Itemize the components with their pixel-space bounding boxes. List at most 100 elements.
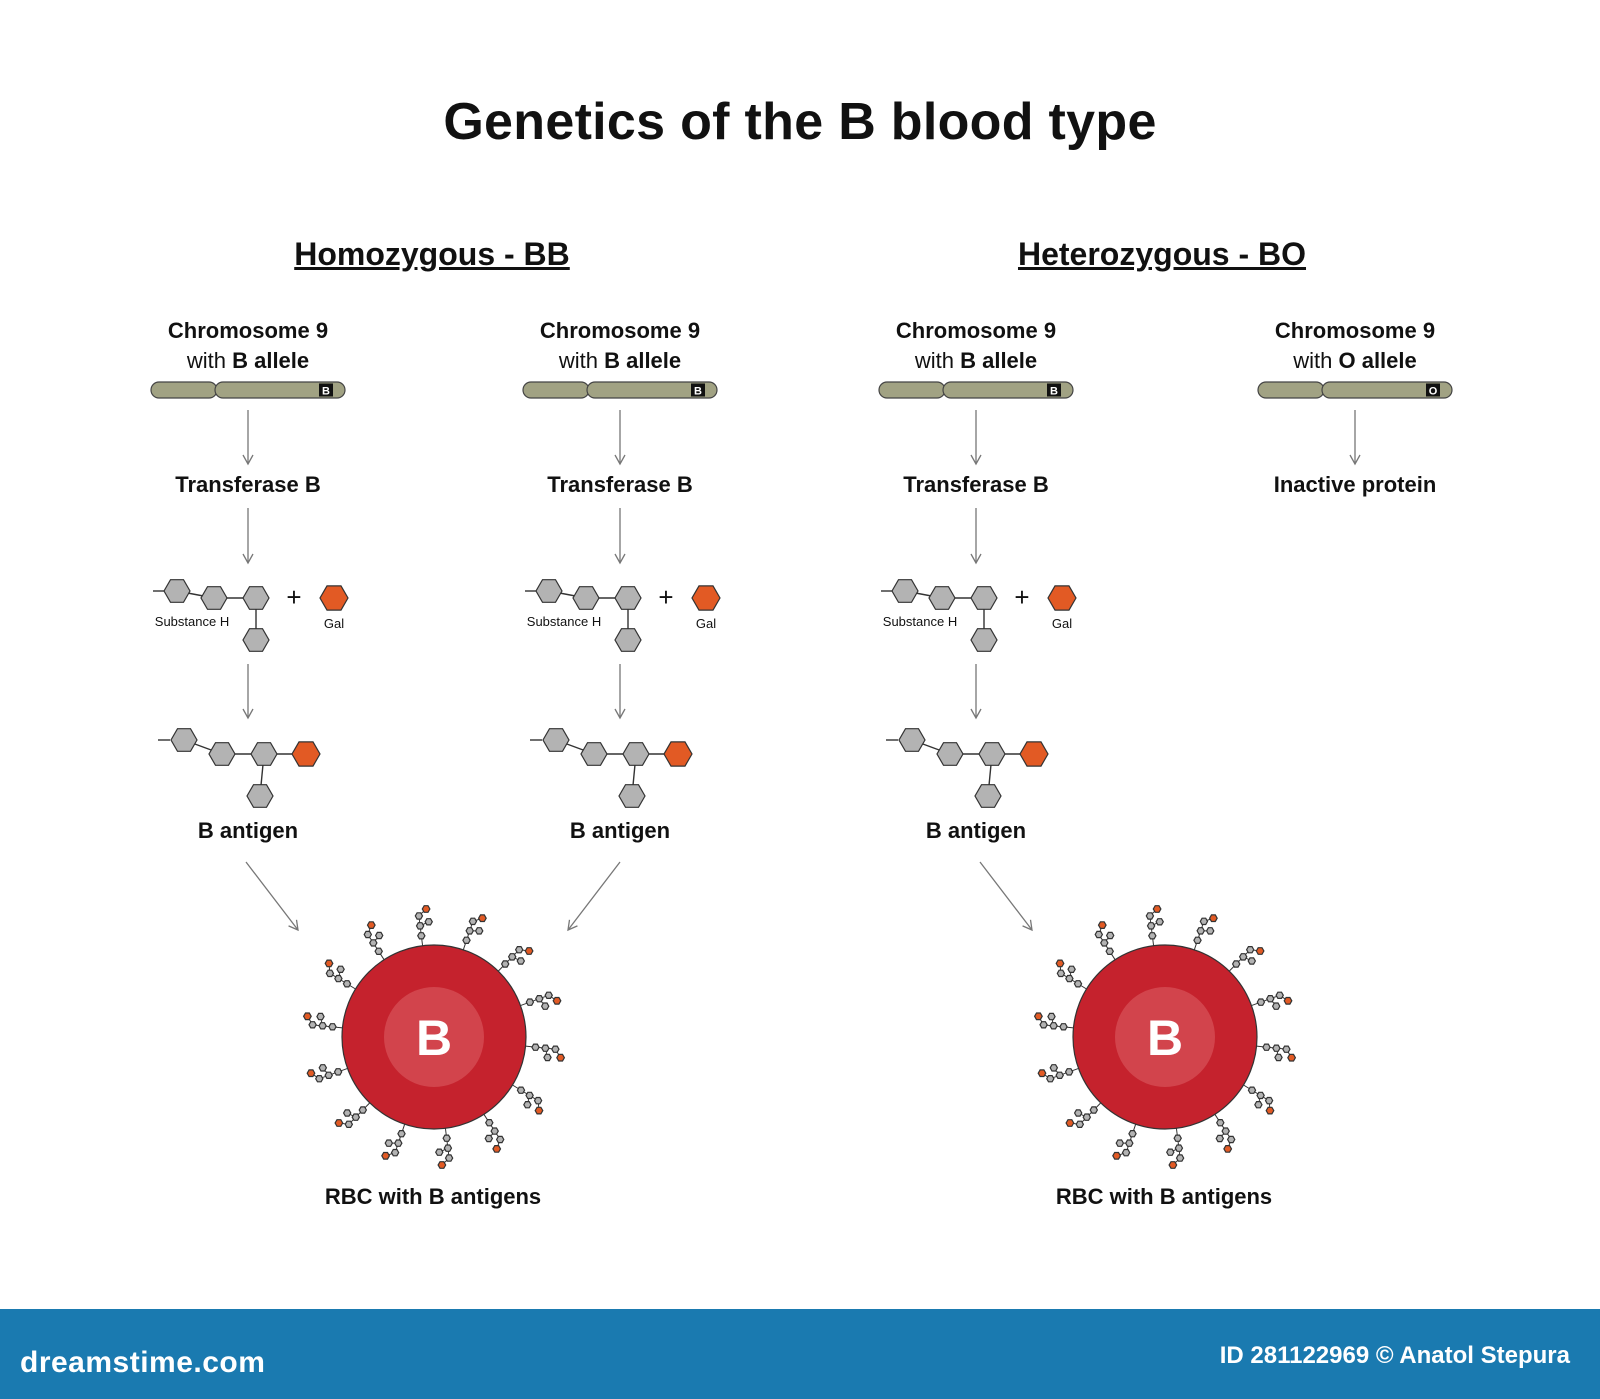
antigen-sugar <box>435 1148 444 1156</box>
antigen-sugar <box>363 930 373 939</box>
substance-h-label: Substance H <box>883 614 957 629</box>
sugar-hexagon <box>891 579 919 603</box>
antigen-galactose <box>421 905 431 913</box>
antigen-stalk <box>1050 1067 1079 1080</box>
antigen-stalk <box>1079 1102 1102 1125</box>
chromosome-label-1-line1: Chromosome 9 <box>167 318 329 343</box>
antigen-galactose <box>477 914 487 923</box>
antigen-sugar <box>1100 939 1109 947</box>
antigen-sugar <box>465 927 474 935</box>
antigen-stalk <box>1228 949 1251 972</box>
plus-sign: + <box>286 582 301 612</box>
antigen-sugar <box>1148 932 1157 940</box>
antigen-sugar <box>328 1023 337 1031</box>
antigen-sugar <box>1238 953 1248 961</box>
product-label-3: Transferase B <box>903 472 1049 497</box>
antigen-stalk <box>319 1067 348 1080</box>
antigen-sugar <box>316 1012 325 1021</box>
antigen-stalk <box>1125 1124 1137 1153</box>
sugar-hexagon <box>970 628 998 652</box>
chromosome-arm-long <box>586 381 718 399</box>
membrane-antigen <box>334 1102 371 1129</box>
antigen-galactose <box>552 996 562 1005</box>
chromosome-label-2-allele: B allele <box>604 348 682 373</box>
antigen-sugar <box>507 953 517 961</box>
antigen-sugar <box>1231 960 1241 968</box>
antigen-stalk <box>1214 1114 1232 1140</box>
antigen-galactose <box>302 1012 312 1021</box>
sugar-hexagon <box>936 742 964 766</box>
antigen-sugar <box>424 918 433 926</box>
arrow-to-rbc <box>567 861 621 932</box>
antigen-sugar <box>500 960 510 968</box>
antigen-sugar <box>1064 1068 1074 1076</box>
antigen-sugar <box>1196 927 1205 935</box>
footer-brand[interactable]: dreamstime.com <box>20 1346 266 1379</box>
sugar-hexagon <box>614 628 642 652</box>
antigen-galactose <box>534 1106 544 1115</box>
product-label-2: Transferase B <box>547 472 693 497</box>
allele-band <box>691 383 705 397</box>
membrane-antigen <box>1166 1128 1185 1169</box>
membrane-antigen <box>381 1124 406 1160</box>
antigen-sugar <box>531 1043 540 1051</box>
antigen-sugar <box>1155 918 1164 926</box>
galactose-hexagon <box>1047 585 1077 611</box>
antigen-stalk <box>1251 994 1280 1007</box>
chromosome-label-1-line2: with B allele <box>118 346 378 376</box>
antigen-galactose <box>334 1119 344 1127</box>
chromosome-1: B <box>150 381 346 399</box>
reaction-2 <box>525 579 721 652</box>
antigen-sugar <box>442 1134 451 1142</box>
membrane-antigen <box>1214 1114 1236 1153</box>
sugar-hexagon <box>614 586 642 610</box>
antigen-sugar <box>1247 957 1257 965</box>
antigen-sugar <box>485 1118 494 1127</box>
antigen-stalk <box>497 949 520 972</box>
antigen-sugar <box>1216 1118 1225 1127</box>
antigen-sugar <box>1059 1023 1068 1031</box>
antigen-sugar <box>1094 930 1104 939</box>
antigen-sugar <box>1266 994 1275 1003</box>
galactose-hexagon <box>663 741 693 767</box>
galactose-hexagon <box>691 585 721 611</box>
membrane-antigen <box>363 921 385 960</box>
antigen-stalk <box>418 915 424 946</box>
sugar-hexagon <box>928 586 956 610</box>
rbc-highlight <box>1115 987 1215 1087</box>
antigen-sugar <box>1174 1144 1184 1152</box>
antigen-stalk <box>312 1024 343 1029</box>
galactose-hexagon <box>291 741 321 767</box>
antigen-sugar <box>462 936 471 945</box>
antigen-galactose <box>324 959 334 968</box>
chromosome-label-1-prefix: with <box>186 348 233 373</box>
antigen-sugar <box>1256 1091 1265 1100</box>
chromosome-label-4-prefix: with <box>1293 348 1339 373</box>
antigen-stalk <box>512 1084 539 1102</box>
arrow-to-rbc <box>245 861 299 932</box>
chromosome-arm-short <box>522 381 590 399</box>
rbc-letter: B <box>1147 1010 1183 1066</box>
antigen-sugar <box>358 1106 368 1114</box>
antigen-sugar <box>1282 1045 1291 1053</box>
rbc-highlight <box>384 987 484 1087</box>
antigen-galactose <box>1033 1012 1043 1021</box>
antigen-sugar <box>334 974 343 983</box>
membrane-antigen <box>1033 1012 1074 1031</box>
antigen-galactose <box>1037 1069 1047 1078</box>
antigen-galactose <box>306 1069 316 1078</box>
antigen-stalk <box>1043 1024 1074 1029</box>
allele-letter: O <box>1429 386 1438 398</box>
antigen-sugar <box>318 1022 327 1030</box>
antigen-stalk <box>394 1124 406 1153</box>
antigen-sugar <box>1199 917 1209 926</box>
substance-h-label: Substance H <box>155 614 229 629</box>
antigen-sugar <box>1082 1113 1092 1121</box>
chromosome-arm-short <box>1257 381 1325 399</box>
antigen-sugar <box>1125 1139 1134 1147</box>
sugar-hexagon <box>618 784 646 808</box>
antigen-sugar <box>397 1129 406 1138</box>
chromosome-label-3: Chromosome 9 with B allele <box>846 316 1106 376</box>
antigen-sugar <box>474 927 484 935</box>
